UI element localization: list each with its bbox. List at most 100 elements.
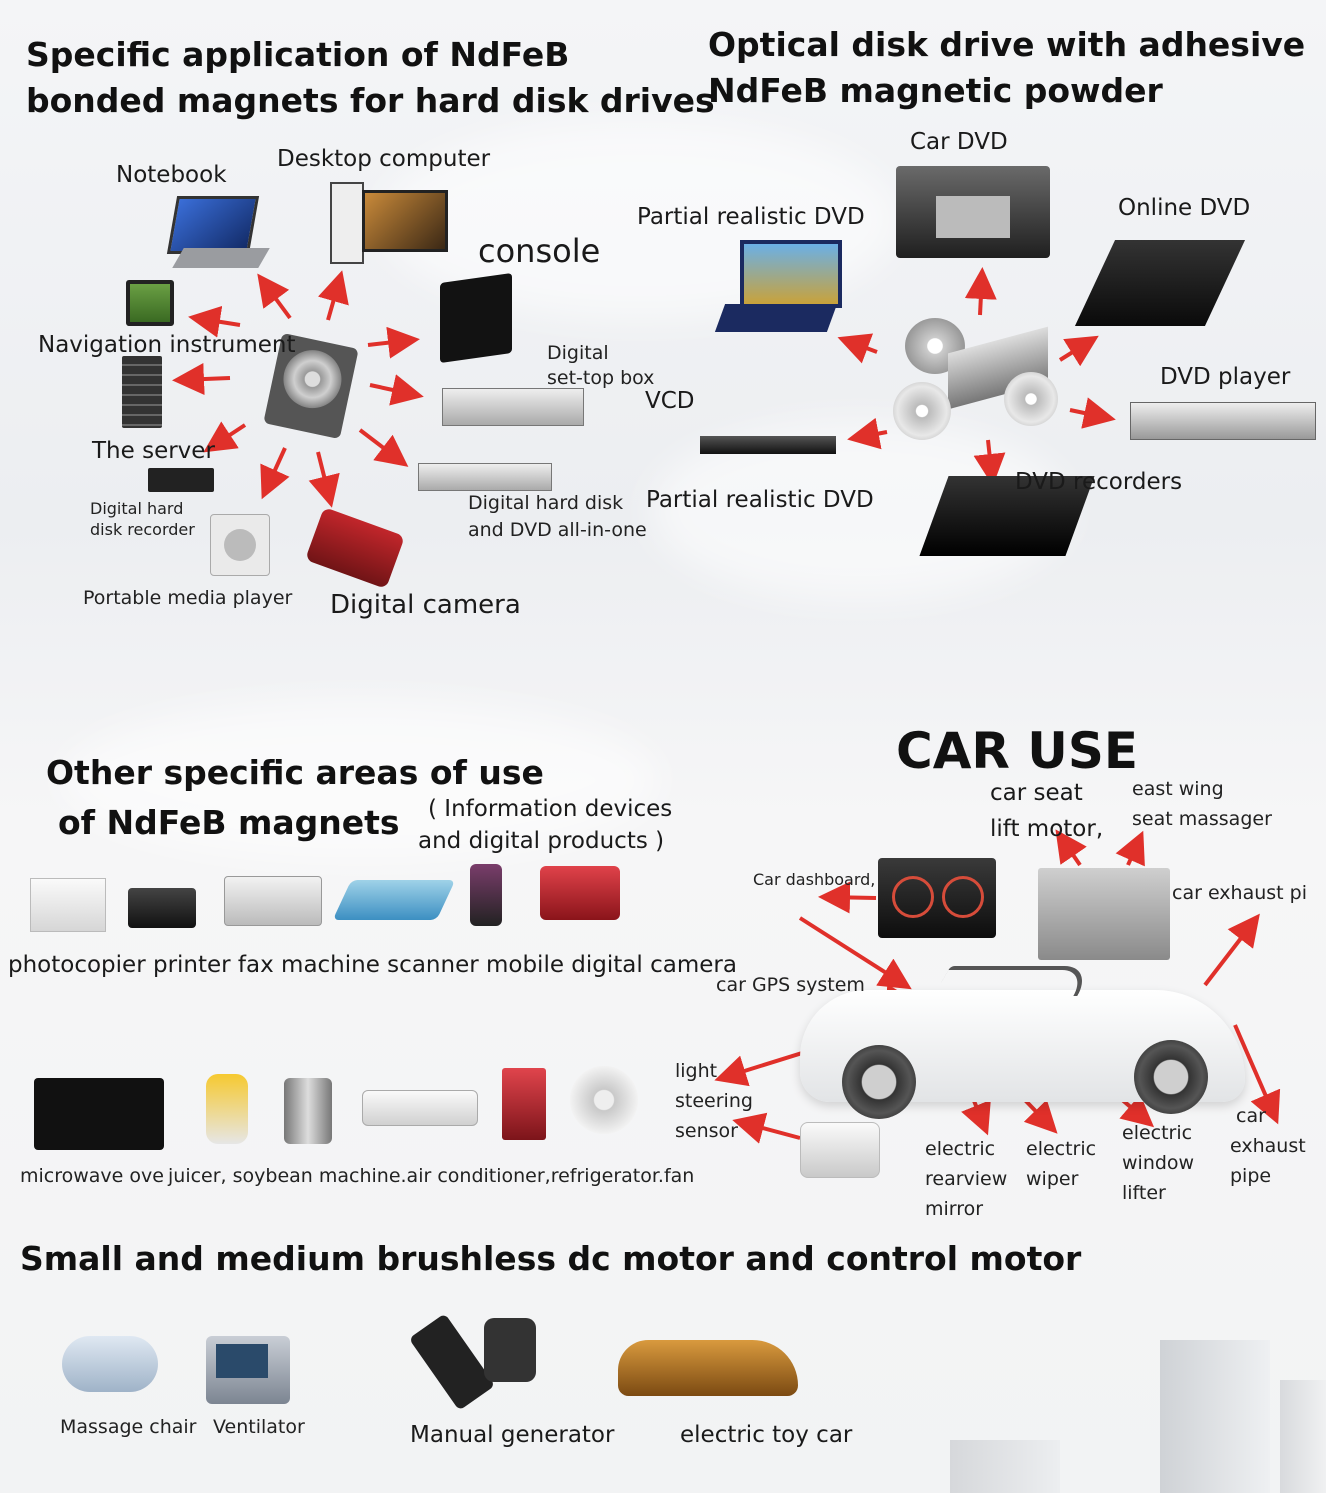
label-light-3: sensor <box>675 1120 738 1142</box>
portable-dvd-base <box>714 304 838 332</box>
label-car-dvd: Car DVD <box>910 129 1008 155</box>
label-console: console <box>478 232 601 270</box>
air-conditioner-image <box>362 1090 478 1126</box>
label-dhdr-2: disk recorder <box>90 520 195 539</box>
odd-title-line2: NdFeB magnetic powder <box>708 71 1163 110</box>
label-wing-2: seat massager <box>1132 808 1272 830</box>
label-gps: car GPS system <box>716 974 865 996</box>
arrow <box>1058 335 1099 367</box>
arrow <box>172 363 231 396</box>
car-wheel <box>1134 1040 1208 1114</box>
notebook-image <box>166 196 260 254</box>
car-dvd-image <box>896 166 1050 258</box>
odd-title-line1: Optical disk drive with adhesive <box>708 25 1306 64</box>
manual-generator-body <box>484 1318 536 1382</box>
label-window-2: window <box>1122 1152 1195 1174</box>
console-image <box>440 272 512 364</box>
photocopier-image <box>30 878 106 932</box>
label-mirror-3: mirror <box>925 1198 984 1220</box>
label-dashboard: Car dashboard, <box>753 870 876 889</box>
vcd-image <box>700 436 836 454</box>
other-note-line2: and digital products ) <box>418 828 665 854</box>
label-toy-car: electric toy car <box>680 1422 853 1448</box>
arrow <box>964 267 997 316</box>
disc-image <box>893 382 951 440</box>
label-pipe-1: car <box>1236 1105 1266 1127</box>
other-title-line2: of NdFeB magnets <box>58 803 400 842</box>
label-wiper-1: electric <box>1026 1138 1097 1160</box>
label-desktop: Desktop computer <box>277 146 491 172</box>
other-note-line1: ( Information devices <box>428 796 673 822</box>
notebook-keyboard <box>172 248 270 268</box>
label-mirror-2: rearview <box>925 1168 1008 1190</box>
label-online-dvd: Online DVD <box>1118 195 1251 221</box>
juicer-image <box>206 1074 248 1144</box>
arrow <box>1069 397 1116 429</box>
car-seat-image <box>1038 868 1170 960</box>
building-image <box>1280 1380 1326 1493</box>
arrow <box>818 881 877 914</box>
label-seat-1: car seat <box>990 780 1083 806</box>
set-top-box-image <box>442 388 584 426</box>
label-ventilator: Ventilator <box>213 1416 305 1438</box>
disk-recorder-image <box>148 468 214 492</box>
arrow <box>1233 1024 1281 1125</box>
dvd-player-image <box>1130 402 1316 440</box>
arrow <box>358 428 409 467</box>
arrow <box>1055 829 1087 867</box>
label-massage: Massage chair <box>60 1416 197 1438</box>
label-vcd: VCD <box>645 388 695 414</box>
arrow <box>203 421 247 453</box>
label-set-top-2: set-top box <box>547 367 655 389</box>
label-camera: Digital camera <box>330 590 521 620</box>
headlight-image <box>800 1122 880 1178</box>
arrow <box>798 916 912 990</box>
media-player-image <box>210 514 270 576</box>
arrow <box>260 447 290 500</box>
label-partial-top: Partial realistic DVD <box>637 204 865 230</box>
arrow <box>188 305 241 338</box>
arrow <box>847 417 888 450</box>
digital-camera-image <box>540 866 620 920</box>
label-notebook: Notebook <box>116 162 227 188</box>
label-light-1: light <box>675 1060 718 1082</box>
label-seat-2: lift motor, <box>990 816 1104 842</box>
label-set-top-1: Digital <box>547 342 609 364</box>
building-image <box>950 1440 1060 1493</box>
label-pipe-2: exhaust <box>1230 1135 1306 1157</box>
dvd-all-in-one-image <box>418 463 552 491</box>
label-dvd-player: DVD player <box>1160 364 1291 390</box>
label-mirror-1: electric <box>925 1138 996 1160</box>
motor-title: Small and medium brushless dc motor and … <box>20 1239 1082 1278</box>
printer-image <box>128 888 196 928</box>
scanner-image <box>332 880 456 920</box>
dashboard-image <box>878 858 996 938</box>
label-wing-1: east wing <box>1132 778 1224 800</box>
label-server: The server <box>92 438 215 464</box>
hdd-title-line1: Specific application of NdFeB <box>26 35 570 74</box>
label-wiper-2: wiper <box>1026 1168 1079 1190</box>
portable-dvd-image <box>740 240 842 308</box>
label-window-1: electric <box>1122 1122 1193 1144</box>
arrow <box>973 439 1006 486</box>
label-pipe-3: pipe <box>1230 1165 1272 1187</box>
desktop-tower-image <box>330 182 364 264</box>
cloud-bg <box>60 700 660 860</box>
label-row1: photocopier printer fax machine scanner … <box>8 952 737 978</box>
car-use-title: CAR USE <box>896 722 1139 780</box>
label-window-3: lifter <box>1122 1182 1166 1204</box>
arrow <box>257 273 292 320</box>
label-row2-b: juicer, soybean machine.air conditioner,… <box>168 1165 695 1187</box>
soybean-machine-image <box>284 1078 332 1144</box>
label-navigation: Navigation instrument <box>38 332 296 358</box>
arrow <box>318 270 349 321</box>
ventilator-image <box>206 1336 290 1404</box>
arrow <box>308 451 340 508</box>
label-partial-bottom: Partial realistic DVD <box>646 487 874 513</box>
microwave-image <box>34 1078 164 1150</box>
car-wheel <box>842 1045 916 1119</box>
building-image <box>1160 1340 1270 1493</box>
label-light-2: steering <box>675 1090 753 1112</box>
arrow <box>837 333 878 364</box>
